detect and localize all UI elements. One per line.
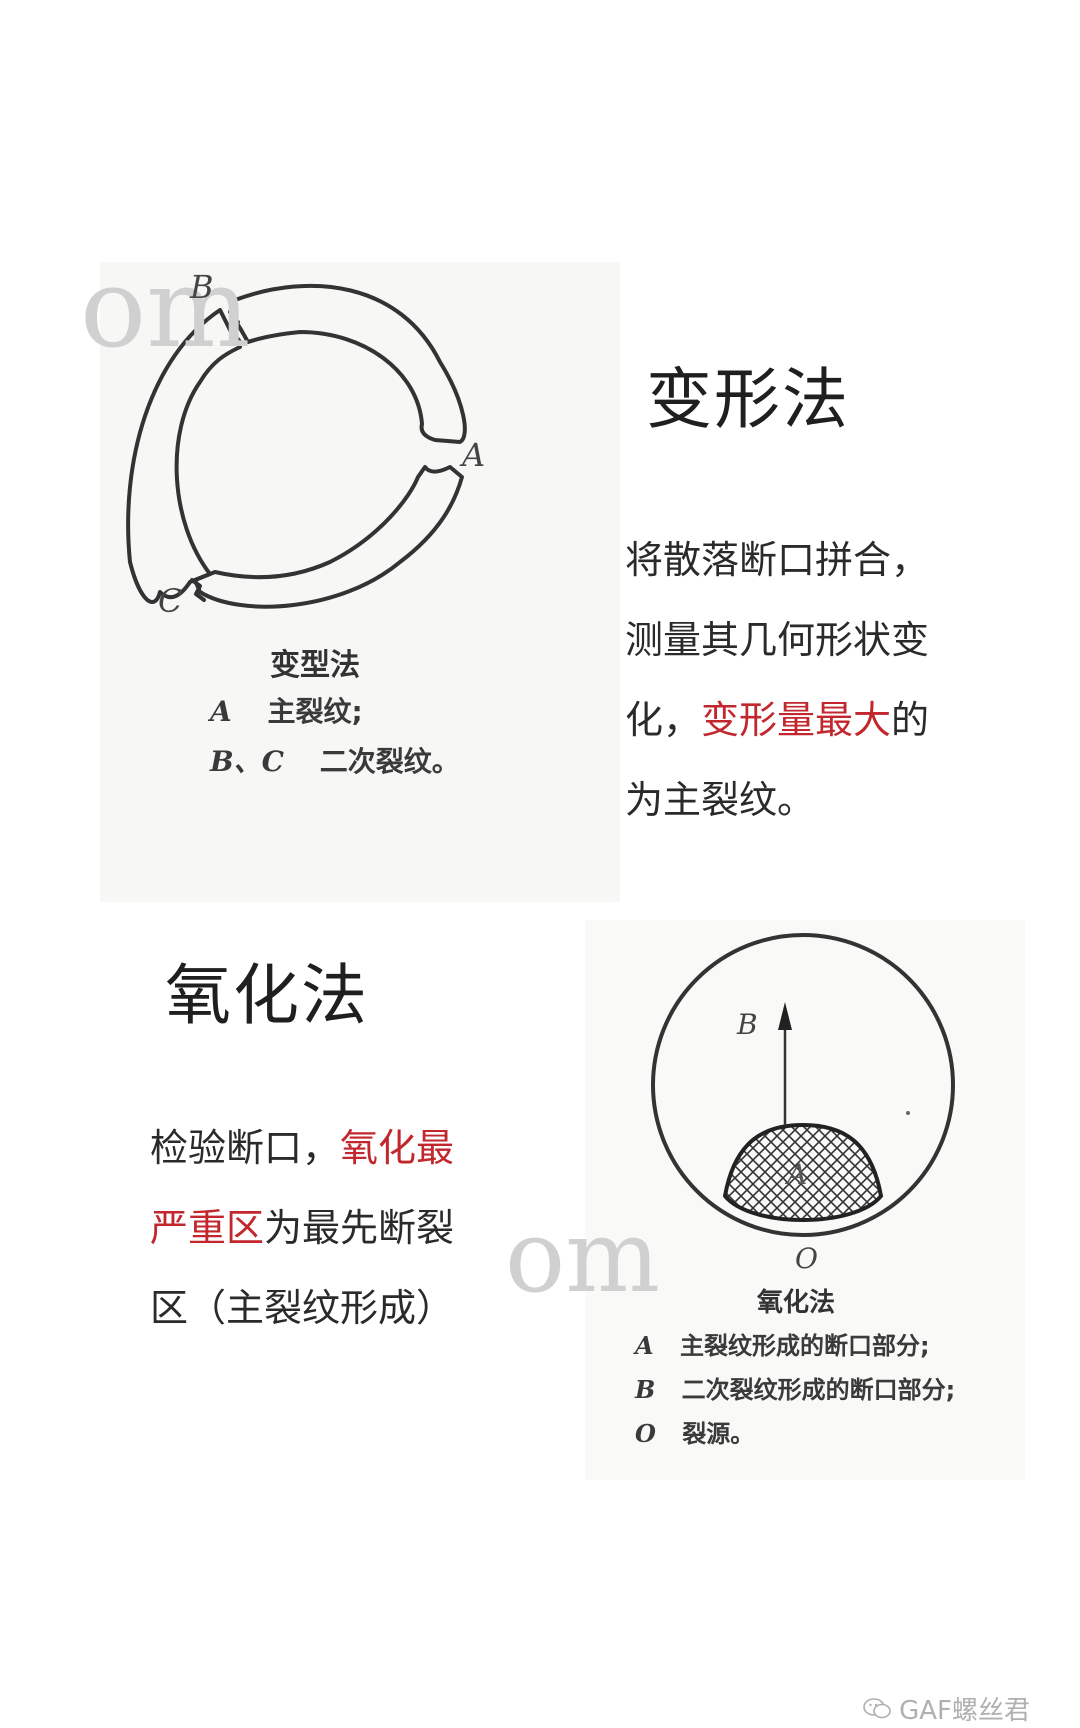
caption-title-2: 氧化法 <box>757 1288 836 1318</box>
oxidation-paragraph: 检验断口，氧化最严重区为最先断裂区（主裂纹形成） <box>150 1108 454 1348</box>
caption-bc-key: B、C <box>210 745 284 778</box>
watermark-text-2: om <box>505 1198 661 1315</box>
oxidation-circle-drawing <box>651 933 955 1237</box>
caption-a-text: 主裂纹; <box>267 695 363 728</box>
wechat-icon <box>863 1697 891 1718</box>
body-text: 的 <box>891 698 930 742</box>
label-a-2: A <box>787 1158 808 1191</box>
caption-title: 变型法 <box>270 648 360 683</box>
caption-a-2: A 主裂纹形成的断口部分; <box>635 1326 930 1361</box>
caption-o-text-2: 裂源。 <box>682 1420 755 1448</box>
body-text: 为主裂纹。 <box>625 778 816 822</box>
highlight-text: 严重区 <box>150 1206 265 1250</box>
oxidized-zone <box>722 1122 884 1222</box>
caption-a-key-2: A <box>635 1331 654 1360</box>
deformation-paragraph: 将散落断口拼合，测量其几何形状变化，变形量最大的为主裂纹。 <box>625 520 929 840</box>
body-text: 测量其几何形状变 <box>625 618 930 662</box>
body-text: 将散落断口拼合， <box>625 538 930 582</box>
oxidation-diagram: om B A O 氧化法 A 主裂纹形成的断口部分; B 二次裂纹形成的断口部分… <box>505 920 1025 1480</box>
fracture-outline <box>651 933 955 1237</box>
caption-b-text-2: 二次裂纹形成的断口部分; <box>681 1376 956 1404</box>
label-o: O <box>795 1242 818 1275</box>
caption-a: A 主裂纹; <box>210 690 363 730</box>
caption-o-2: O 裂源。 <box>635 1414 754 1449</box>
deformation-line: 测量其几何形状变 <box>625 600 929 680</box>
footer-account: GAF螺丝君 <box>863 1690 1030 1727</box>
watermark-text: om <box>80 244 251 372</box>
deformation-heading: 变形法 <box>646 361 850 438</box>
deformation-line: 为主裂纹。 <box>625 760 929 840</box>
body-text: 化， <box>625 698 702 742</box>
deformation-line: 化，变形量最大的 <box>625 680 929 760</box>
body-text: 区（主裂纹形成） <box>150 1286 455 1330</box>
oxidation-line: 检验断口，氧化最 <box>150 1108 454 1188</box>
label-b: B <box>190 268 214 306</box>
highlight-text: 变形量最大 <box>701 698 892 742</box>
label-b-2: B <box>737 1008 758 1041</box>
deformation-diagram: om B A C 变型法 A 主裂纹; B、C 二次裂纹。 <box>80 244 620 902</box>
highlight-text: 氧化最 <box>340 1126 455 1170</box>
caption-a-key: A <box>210 695 232 728</box>
caption-a-text-2: 主裂纹形成的断口部分; <box>679 1332 930 1360</box>
body-text: 检验断口， <box>150 1126 341 1170</box>
label-c: C <box>158 582 183 620</box>
propagation-arrow-head <box>778 1002 792 1030</box>
caption-b-2: B 二次裂纹形成的断口部分; <box>635 1370 955 1405</box>
caption-bc: B、C 二次裂纹。 <box>210 740 460 780</box>
caption-bc-text: 二次裂纹。 <box>319 745 460 778</box>
oxidation-heading: 氧化法 <box>165 957 369 1034</box>
label-a: A <box>462 436 486 474</box>
oxidation-line: 区（主裂纹形成） <box>150 1268 454 1348</box>
deformation-ring-drawing <box>126 283 467 609</box>
caption-o-key-2: O <box>635 1419 656 1448</box>
oxidation-line: 严重区为最先断裂 <box>150 1188 454 1268</box>
caption-b-key-2: B <box>635 1375 656 1404</box>
deformation-line: 将散落断口拼合， <box>625 520 929 600</box>
body-text: 为最先断裂 <box>264 1206 455 1250</box>
account-name: GAF螺丝君 <box>899 1696 1030 1726</box>
